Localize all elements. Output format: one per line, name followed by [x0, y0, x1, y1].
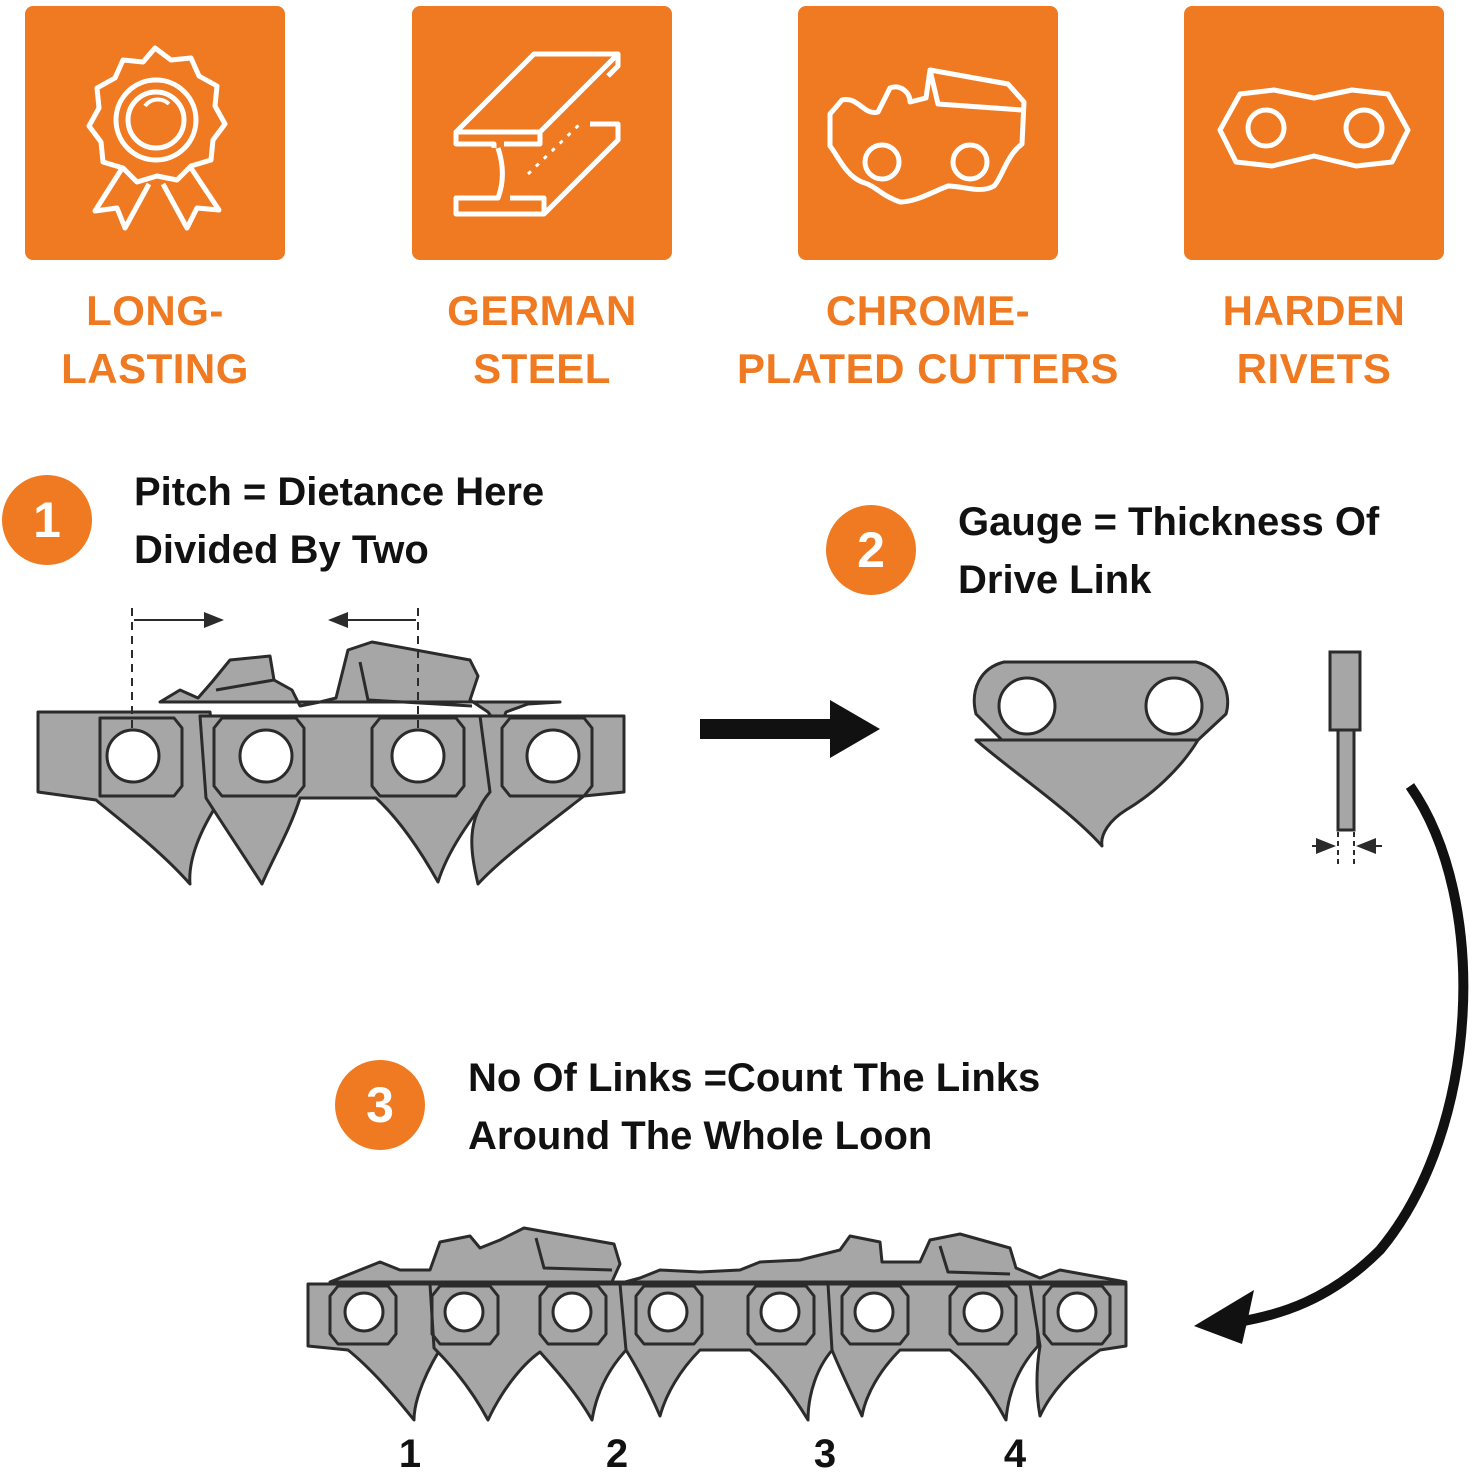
feature-label: CHROME-PLATED CUTTERS [737, 287, 1119, 392]
rivet-link-icon [1184, 6, 1444, 260]
link-count-label: 1 [398, 1432, 422, 1476]
step-3-badge: 3 [335, 1060, 425, 1150]
award-ribbon-icon [25, 6, 285, 260]
step-1-badge: 1 [2, 475, 92, 565]
link-count-label: 4 [1003, 1432, 1027, 1476]
curved-arrow-icon [1194, 783, 1469, 1344]
link-count-chain [306, 1226, 1128, 1422]
drive-link [972, 660, 1230, 848]
pitch-measurement [131, 608, 419, 730]
gauge-profile [1312, 650, 1382, 866]
steel-beam-icon [412, 6, 672, 260]
cutter-link-icon [798, 6, 1058, 260]
right-arrow-icon [700, 700, 880, 758]
link-count-label: 2 [605, 1432, 629, 1476]
feature-label: LONG-LASTING [61, 287, 249, 392]
step-2-badge: 2 [826, 505, 916, 595]
link-count-label: 3 [813, 1432, 837, 1476]
